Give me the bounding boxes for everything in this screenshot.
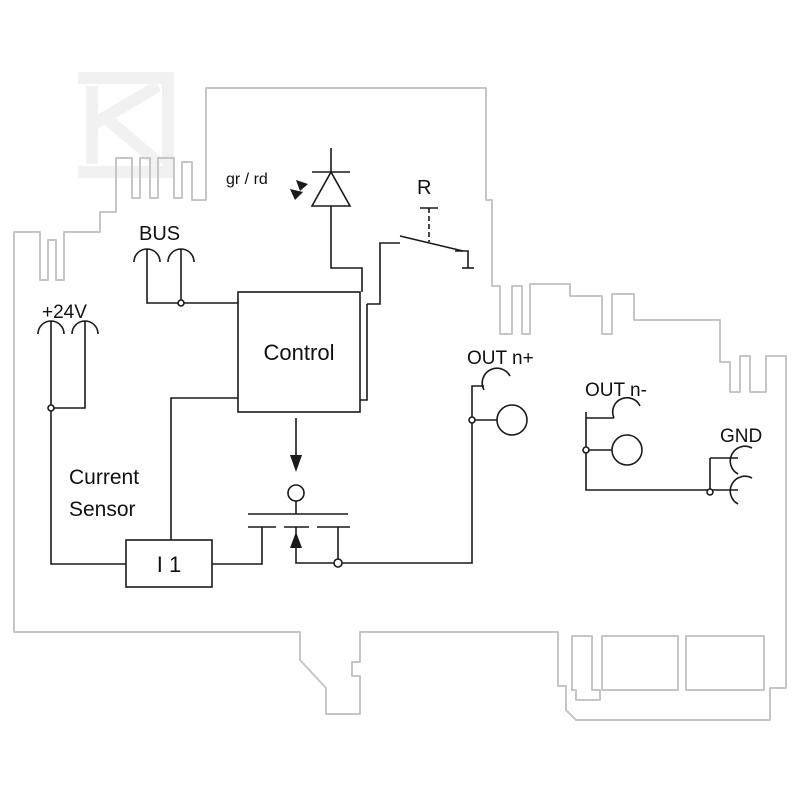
sensor-feedback-wire [170, 397, 238, 540]
terminal-housing-outline [13, 87, 787, 721]
out-neg-terminal [582, 396, 738, 491]
sensor-label-line1: Current [69, 466, 139, 489]
led-label: gr / rd [226, 171, 268, 188]
gnd-terminals [706, 445, 753, 505]
control-block [237, 291, 361, 413]
status-led [290, 148, 363, 292]
control-label: Control [264, 340, 335, 365]
bus-terminals [133, 248, 238, 307]
sensor-label-line2: Sensor [69, 498, 136, 521]
rail-clip [571, 635, 601, 701]
output-mosfet [212, 418, 473, 568]
watermark-logo [78, 72, 174, 178]
label-window-left [601, 635, 679, 691]
supply-terminals [37, 320, 126, 565]
current-sensor-box [125, 539, 213, 588]
sensor-box-label: I 1 [157, 552, 181, 577]
gnd-label: GND [720, 426, 762, 447]
bus-label: BUS [139, 223, 180, 245]
relay-label: R [417, 177, 431, 199]
out-pos-terminal [468, 367, 528, 436]
out-pos-label: OUT n+ [467, 348, 534, 369]
relay-contact [360, 207, 474, 401]
supply-label: +24V [42, 302, 87, 323]
out-neg-label: OUT n- [585, 380, 647, 401]
label-window-right [685, 635, 765, 691]
